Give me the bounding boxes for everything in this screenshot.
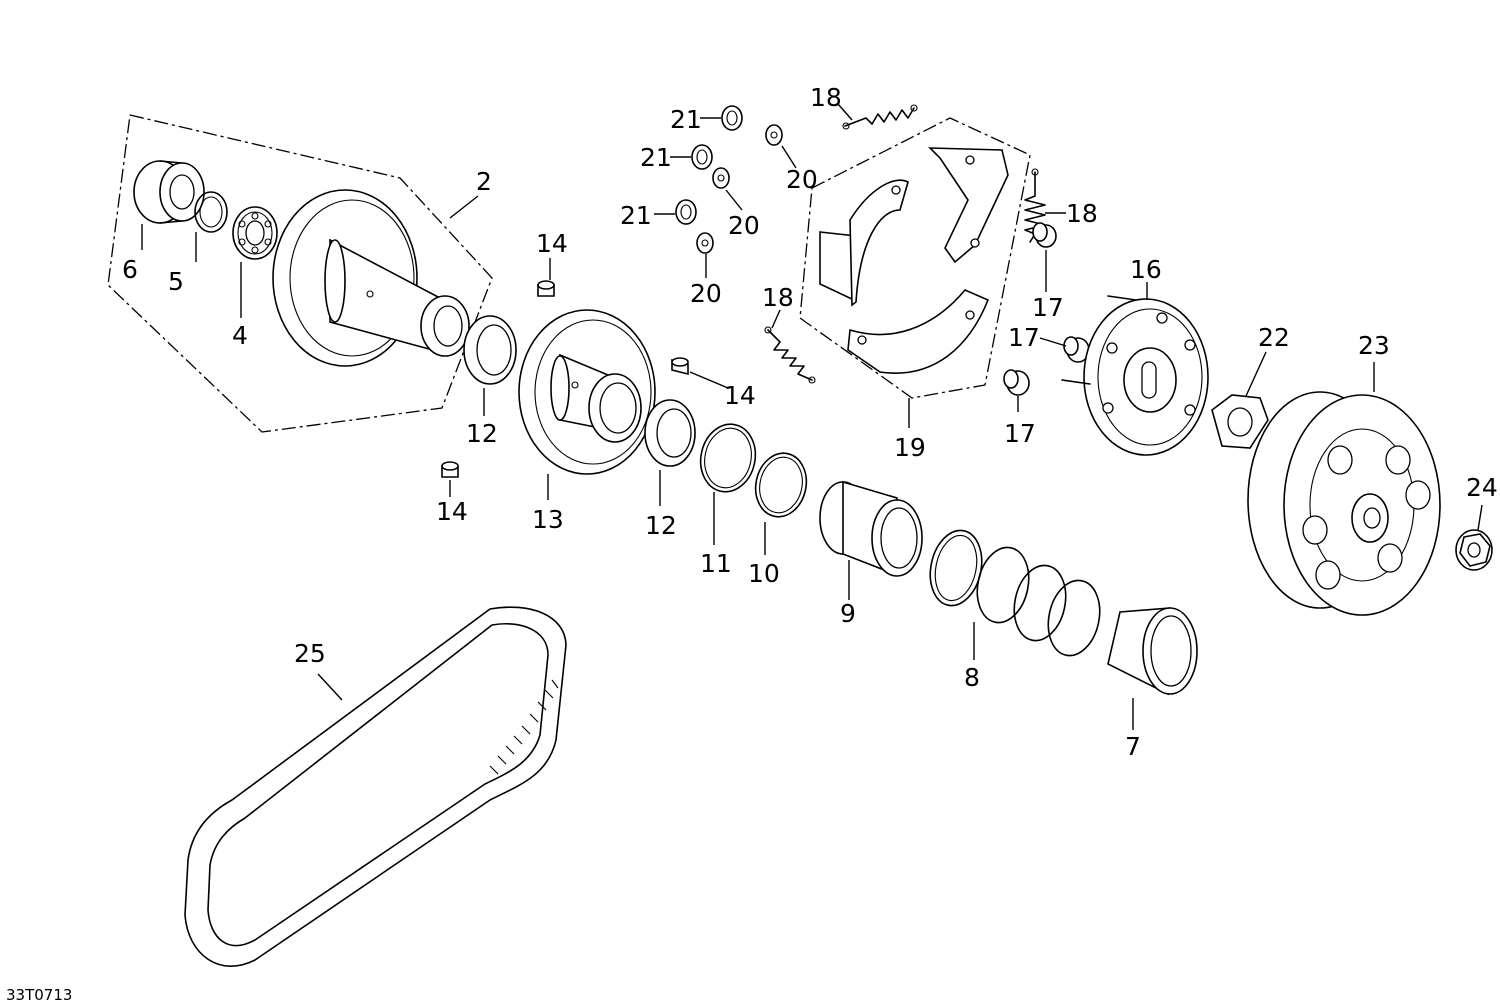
callout-labels: 2 4 5 6 7 8 9 10 11 12 12 13 14 14 14 16… bbox=[122, 83, 1498, 761]
part-24-flange-nut bbox=[1455, 529, 1493, 571]
part-21-clip-middle bbox=[691, 144, 713, 170]
part-23-clutch-bell bbox=[1247, 391, 1441, 616]
assembly-outline-2 bbox=[107, 114, 493, 433]
part-25-drive-belt bbox=[184, 606, 567, 967]
part-9-sleeve bbox=[819, 480, 923, 577]
part-18-spring-right bbox=[1024, 168, 1046, 243]
part-18-spring-lower bbox=[764, 326, 816, 384]
callout-18-lower: 18 bbox=[762, 283, 794, 312]
callout-21-middle: 21 bbox=[640, 143, 672, 172]
part-14-pin-upper bbox=[537, 280, 555, 297]
callout-21-bottom: 21 bbox=[620, 201, 652, 230]
part-22-hex-nut bbox=[1211, 394, 1269, 449]
callout-12-lower: 12 bbox=[645, 511, 677, 540]
callout-14-lower: 14 bbox=[436, 497, 468, 526]
part-17-roller-top bbox=[1032, 222, 1057, 248]
part-2-drive-pulley bbox=[272, 189, 470, 367]
callout-6: 6 bbox=[122, 255, 138, 284]
callout-25: 25 bbox=[294, 639, 326, 668]
part-4-bearing bbox=[232, 206, 278, 260]
callout-14-upper: 14 bbox=[536, 229, 568, 258]
part-21-clip-top bbox=[721, 105, 743, 131]
callout-18-top: 18 bbox=[810, 83, 842, 112]
callout-11: 11 bbox=[700, 549, 732, 578]
callout-16: 16 bbox=[1130, 255, 1162, 284]
part-8-spring bbox=[929, 529, 1101, 657]
part-12-seal-lower bbox=[644, 399, 696, 467]
part-14-pin-middle bbox=[671, 357, 689, 376]
callout-10: 10 bbox=[748, 559, 780, 588]
part-14-pin-lower bbox=[441, 461, 459, 478]
callout-22: 22 bbox=[1258, 323, 1290, 352]
part-7-spring-cup bbox=[1107, 607, 1198, 696]
callout-17-top: 17 bbox=[1032, 293, 1064, 322]
part-16-carrier-plate bbox=[1061, 295, 1209, 456]
callout-20-middle: 20 bbox=[728, 211, 760, 240]
callout-24: 24 bbox=[1466, 473, 1498, 502]
callout-20-bottom: 20 bbox=[690, 279, 722, 308]
callout-4: 4 bbox=[232, 321, 248, 350]
callout-2: 2 bbox=[476, 167, 492, 196]
part-12-seal-upper bbox=[463, 315, 517, 385]
callout-9: 9 bbox=[840, 599, 856, 628]
callout-21-top: 21 bbox=[670, 105, 702, 134]
part-21-clip-bottom bbox=[675, 199, 697, 225]
part-20-washer-top bbox=[765, 124, 783, 146]
part-13-sliding-pulley bbox=[518, 309, 656, 475]
part-19-clutch-shoes bbox=[799, 117, 1031, 399]
callout-8: 8 bbox=[964, 663, 980, 692]
part-17-roller-bottom bbox=[1003, 369, 1030, 396]
callout-17-bottom: 17 bbox=[1004, 419, 1036, 448]
callout-13: 13 bbox=[532, 505, 564, 534]
callout-20-top: 20 bbox=[786, 165, 818, 194]
part-11-o-ring bbox=[699, 423, 757, 493]
callout-17-middle: 17 bbox=[1008, 323, 1040, 352]
part-6-bushing bbox=[133, 160, 205, 224]
callout-7: 7 bbox=[1125, 732, 1141, 761]
callout-5: 5 bbox=[168, 267, 184, 296]
document-id: 33T0713 bbox=[6, 986, 72, 1004]
part-18-spring-top bbox=[842, 104, 918, 130]
callout-19: 19 bbox=[894, 433, 926, 462]
callout-23: 23 bbox=[1358, 331, 1390, 360]
part-20-washer-middle bbox=[712, 167, 730, 189]
leader-lines bbox=[141, 103, 1483, 730]
callout-12-upper: 12 bbox=[466, 419, 498, 448]
part-5-circlip bbox=[194, 191, 228, 233]
part-10-o-ring bbox=[754, 452, 808, 518]
callout-14-middle: 14 bbox=[724, 381, 756, 410]
part-20-washer-bottom bbox=[696, 232, 714, 254]
callout-18-right: 18 bbox=[1066, 199, 1098, 228]
